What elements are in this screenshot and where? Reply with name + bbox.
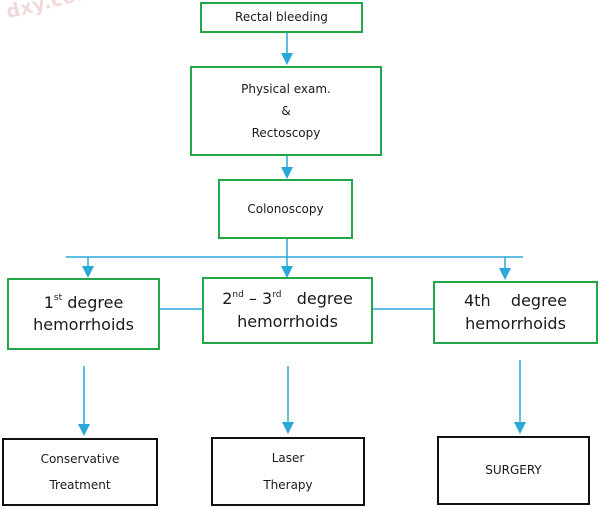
second-degree-suffix: nd <box>232 289 244 300</box>
node-second-third-degree-line1: 2nd – 3rd degree <box>222 288 353 310</box>
node-first-degree-line2: hemorrhoids <box>33 315 134 334</box>
node-rectal-bleeding: Rectal bleeding <box>200 2 363 33</box>
node-laser-therapy: Laser Therapy <box>211 437 365 506</box>
node-second-third-degree-line2: hemorrhoids <box>237 311 338 331</box>
node-conservative-treatment: Conservative Treatment <box>2 438 158 506</box>
degree-range-dash: – <box>243 289 262 309</box>
node-fourth-degree-line2: hemorrhoids <box>465 313 566 333</box>
node-physical-exam-line1: Physical exam. <box>241 81 331 96</box>
node-laser-line1: Laser <box>271 451 305 466</box>
node-first-degree-line1: 1st degree <box>44 292 124 314</box>
first-degree-suffix: st <box>53 293 63 304</box>
node-fourth-degree: 4th degree hemorrhoids <box>433 281 598 344</box>
node-conservative-line2: Treatment <box>49 478 111 492</box>
first-degree-number: 1 <box>43 292 54 312</box>
node-physical-exam: Physical exam. & Rectoscopy <box>190 66 382 156</box>
third-degree-number: 3 <box>262 289 273 309</box>
node-rectal-bleeding-label: Rectal bleeding <box>235 10 328 25</box>
node-physical-exam-line2: & <box>281 103 291 118</box>
node-surgery: SURGERY <box>437 436 590 505</box>
node-first-degree: 1st degree hemorrhoids <box>7 278 160 350</box>
node-conservative-line1: Conservative <box>40 451 120 466</box>
node-laser-line2: Therapy <box>263 477 313 492</box>
node-fourth-degree-line1: 4th degree <box>463 291 567 311</box>
node-physical-exam-line3: Rectoscopy <box>251 126 321 141</box>
node-colonoscopy: Colonoscopy <box>218 179 353 239</box>
second-degree-number: 2 <box>222 289 233 309</box>
node-surgery-label: SURGERY <box>485 463 542 478</box>
node-second-third-degree: 2nd – 3rd degree hemorrhoids <box>202 277 373 344</box>
first-degree-word: degree <box>62 292 124 312</box>
third-degree-suffix: rd <box>272 289 282 300</box>
second-third-degree-word: degree <box>281 289 353 309</box>
node-colonoscopy-label: Colonoscopy <box>247 201 324 216</box>
